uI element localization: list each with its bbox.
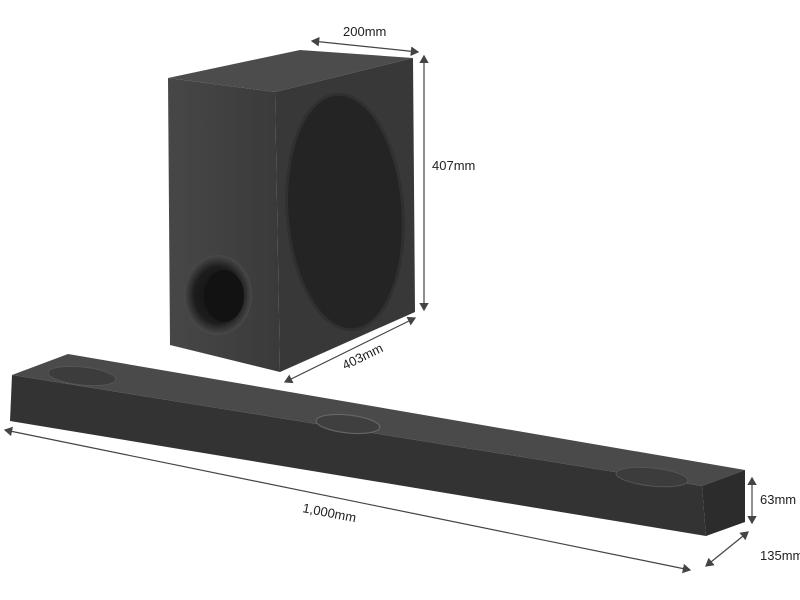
- subwoofer: [168, 50, 415, 372]
- sub-width-label: 403mm: [340, 340, 386, 372]
- subwoofer-top: [168, 50, 413, 92]
- bar-width-label: 1,000mm: [301, 500, 357, 525]
- soundbar-end: [702, 470, 745, 536]
- bar-width-arrow: [3, 426, 692, 574]
- bar-height-label: 63mm: [760, 492, 796, 507]
- sub-height-label: 407mm: [432, 158, 475, 173]
- sub-width-arrow: [283, 316, 417, 384]
- bar-depth-arrow: [705, 531, 749, 567]
- sub-depth-arrow: [310, 36, 420, 57]
- soundbar-left-speaker: [47, 365, 117, 387]
- bar-depth-label: 135mm: [760, 548, 800, 563]
- soundbar: [10, 354, 745, 536]
- sub-depth-label: 200mm: [343, 24, 386, 39]
- subwoofer-port-inner: [204, 270, 244, 322]
